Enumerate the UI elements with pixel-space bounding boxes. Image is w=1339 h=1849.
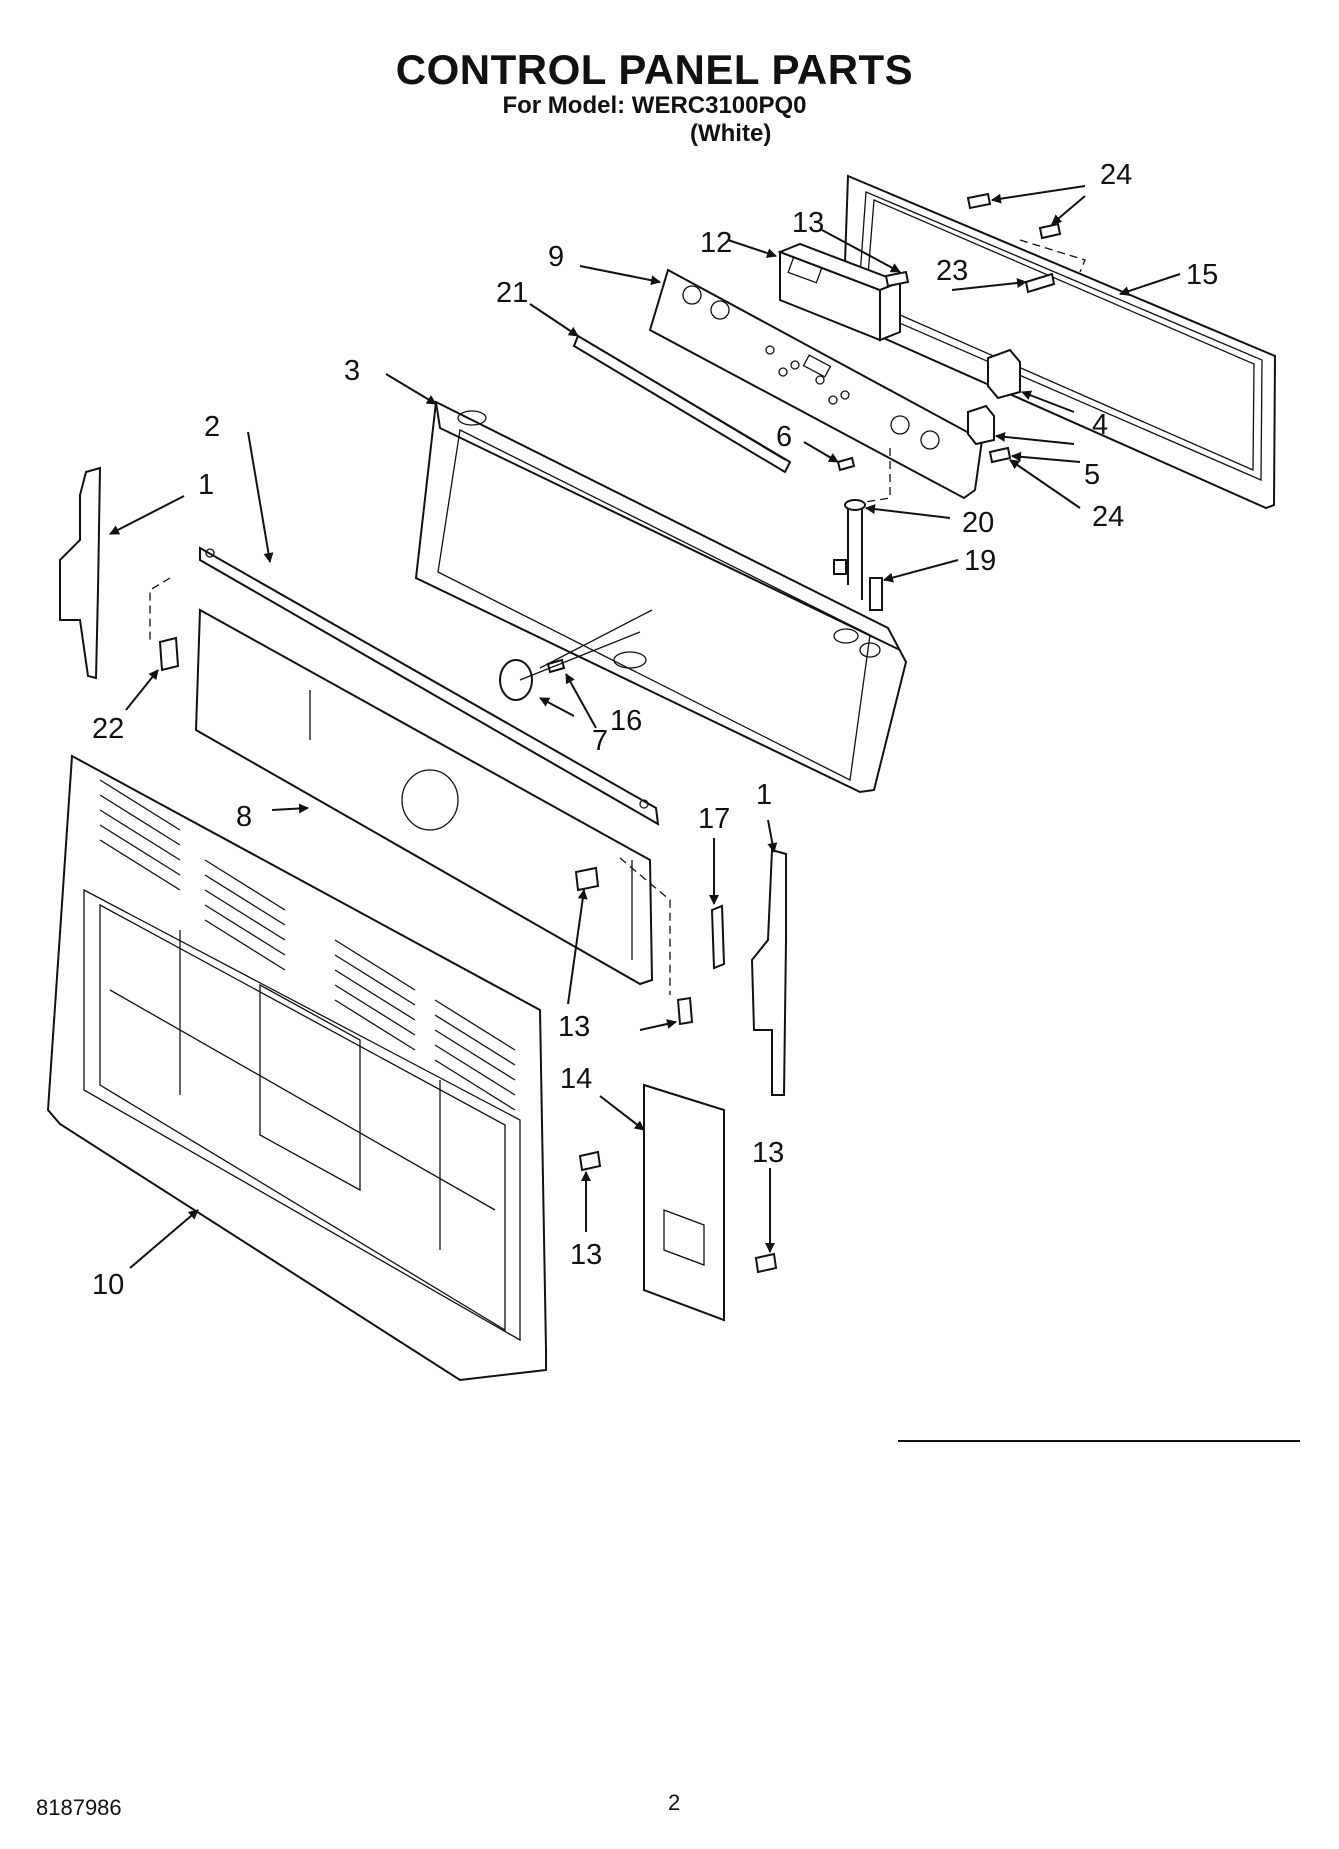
callout-10: 10 <box>92 1269 124 1301</box>
callout-1-left: 1 <box>198 469 214 501</box>
screw-22 <box>158 636 180 672</box>
part-9-control-panel <box>648 268 984 500</box>
part-21-bracket <box>572 334 792 474</box>
part-17-clip <box>710 904 726 970</box>
callout-9: 9 <box>548 241 564 273</box>
color-variant: (White) <box>690 120 772 147</box>
part-5-switch <box>967 404 995 446</box>
part-1-side-bracket-left <box>59 466 102 680</box>
callout-5: 5 <box>1084 459 1100 491</box>
screw-13-lower-a <box>578 1150 602 1172</box>
divider-rule <box>898 1440 1300 1442</box>
part-8-rear-shield <box>194 608 654 986</box>
part-23-clip <box>1024 272 1056 294</box>
screw-13-upper <box>884 270 910 288</box>
document-number: 8187986 <box>36 1795 122 1820</box>
callout-6: 6 <box>776 421 792 453</box>
callout-14: 14 <box>560 1063 592 1095</box>
part-12-electronic-control <box>777 242 903 342</box>
callout-7: 7 <box>592 725 608 757</box>
callout-12: 12 <box>700 227 732 259</box>
part-2-rail <box>199 546 660 826</box>
part-3-console <box>414 400 908 794</box>
part-10-back-panel <box>46 754 547 1382</box>
callout-2: 2 <box>204 411 220 443</box>
leader-lines <box>109 185 1181 1269</box>
part-1-side-bracket-right <box>750 848 787 1096</box>
callout-13-right: 13 <box>752 1137 784 1169</box>
callout-20: 20 <box>962 507 994 539</box>
screw-13-mid-a <box>574 866 600 892</box>
callout-3: 3 <box>344 355 360 387</box>
callout-22: 22 <box>92 713 124 745</box>
callout-13-lower: 13 <box>570 1239 602 1271</box>
callout-21: 21 <box>496 277 528 309</box>
model-line: For Model: WERC3100PQ0 <box>502 92 807 119</box>
callout-13-upper: 13 <box>792 207 824 239</box>
callout-19: 19 <box>964 545 996 577</box>
page-number: 2 <box>668 1790 681 1815</box>
part-4-switch <box>987 348 1021 400</box>
part-14-bracket <box>643 1083 725 1322</box>
callout-23: 23 <box>936 255 968 287</box>
screw-6 <box>836 456 856 472</box>
screw-13-mid-b <box>676 996 694 1026</box>
screw-24-upper-a <box>966 192 992 210</box>
callout-17: 17 <box>698 803 730 835</box>
callout-4: 4 <box>1092 409 1108 441</box>
callout-24-upper: 24 <box>1100 159 1132 191</box>
callout-24-lower: 24 <box>1092 501 1124 533</box>
part-19-indicator <box>869 577 883 611</box>
callout-15: 15 <box>1186 259 1218 291</box>
screw-13-lower-b <box>754 1252 778 1274</box>
callout-1-right: 1 <box>756 779 772 811</box>
callout-16: 16 <box>610 705 642 737</box>
callout-8: 8 <box>236 801 252 833</box>
page-title: CONTROL PANEL PARTS <box>395 46 914 93</box>
callout-13-mid: 13 <box>558 1011 590 1043</box>
part-20-thermostat <box>833 499 866 600</box>
screw-24-upper-b <box>1038 222 1062 240</box>
knob-7 <box>499 659 533 701</box>
screw-24-lower <box>988 446 1012 464</box>
